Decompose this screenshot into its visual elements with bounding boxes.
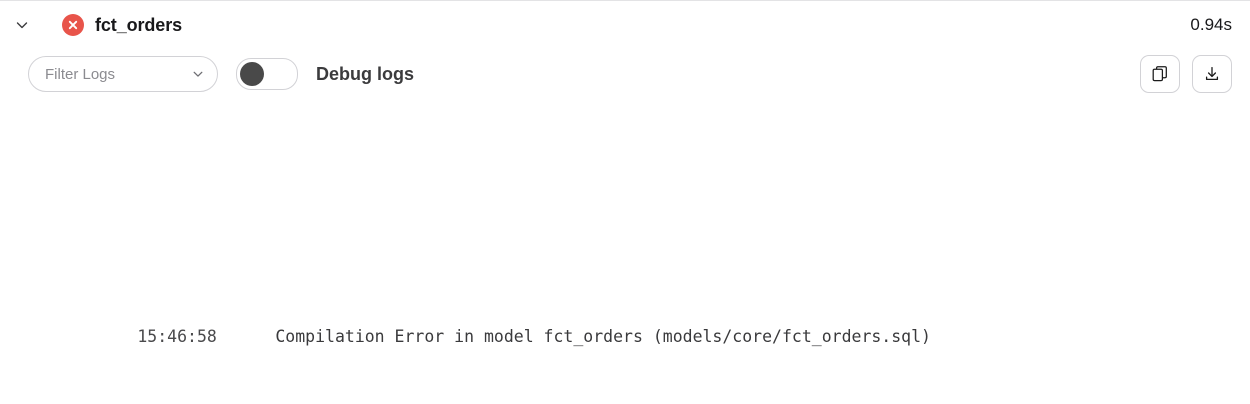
- error-circle-x-icon: [66, 18, 80, 32]
- page-title: fct_orders: [95, 14, 183, 35]
- copy-logs-button[interactable]: [1140, 55, 1180, 93]
- download-icon: [1203, 65, 1221, 83]
- clipped-previous-log-line: — — .: [0, 99, 549, 107]
- log-line: 15:46:58 Compilation Error in model fct_o…: [38, 289, 1100, 385]
- log-output[interactable]: — — . 15:46:58 Compilation Error in model…: [0, 99, 1250, 404]
- log-stream: 15:46:58 Compilation Error in model fct_o…: [0, 129, 1100, 404]
- log-entry: 15:46:58 Compilation Error in model fct_o…: [38, 193, 1100, 404]
- panel-header: fct_orders 0.94s: [0, 1, 1250, 49]
- filter-logs-select[interactable]: Filter Logs: [28, 56, 218, 92]
- collapse-toggle-button[interactable]: [8, 11, 36, 39]
- status-badge: [62, 14, 84, 36]
- filter-logs-label: Filter Logs: [45, 65, 116, 83]
- panel-toolbar: Filter Logs Debug logs: [0, 49, 1250, 99]
- log-timestamp: 15:46:58: [137, 327, 217, 346]
- chevron-down-icon: [191, 67, 205, 81]
- copy-icon: [1151, 65, 1169, 83]
- toggle-knob: [240, 62, 264, 86]
- run-duration: 0.94s: [1190, 15, 1232, 34]
- chevron-down-icon: [14, 17, 30, 33]
- download-logs-button[interactable]: [1192, 55, 1232, 93]
- debug-logs-label: Debug logs: [316, 63, 414, 84]
- log-text: Compilation Error in model fct_orders (m…: [275, 327, 931, 346]
- debug-logs-toggle[interactable]: [236, 58, 298, 90]
